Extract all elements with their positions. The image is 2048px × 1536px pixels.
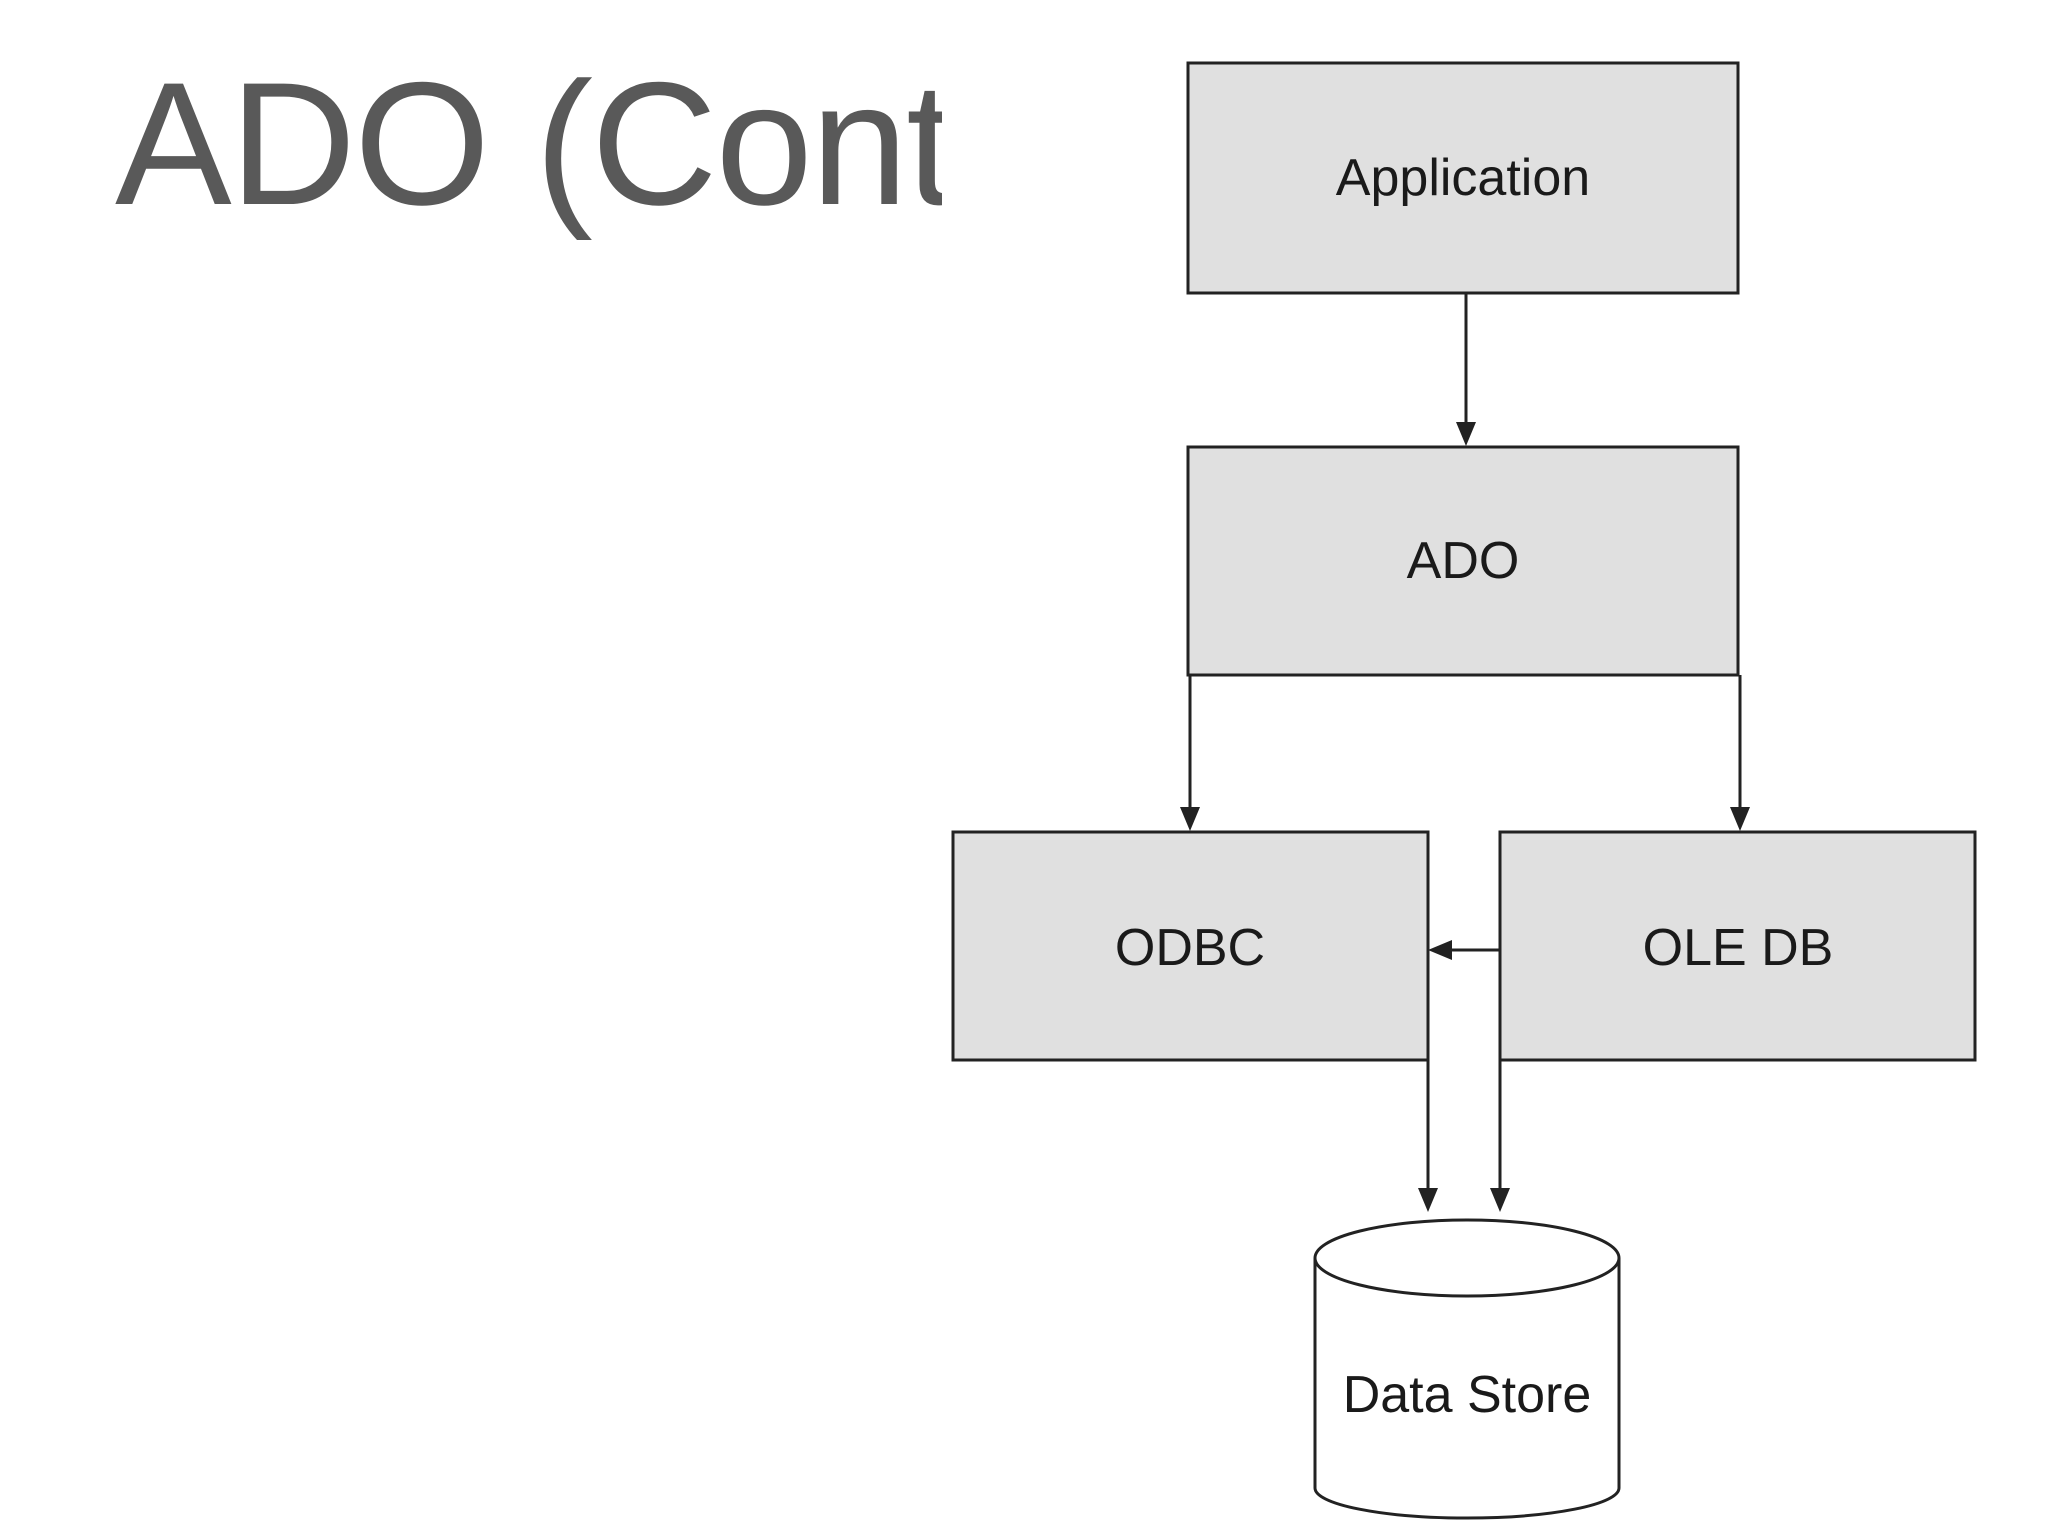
node-datastore: Data Store bbox=[1313, 1218, 1621, 1520]
ado-box bbox=[1186, 445, 1740, 677]
node-odbc: ODBC bbox=[951, 830, 1430, 1062]
ado-label: ADO bbox=[1407, 532, 1520, 590]
datastore-cylinder-top bbox=[1313, 1218, 1621, 1298]
node-oledb: OLE DB bbox=[1498, 830, 1977, 1062]
title-container: ADO (Cont.) bbox=[115, 50, 942, 240]
arrowhead-odbc-datastore bbox=[1418, 1188, 1438, 1212]
oledb-box bbox=[1498, 830, 1977, 1062]
odbc-label: ODBC bbox=[1115, 919, 1265, 977]
datastore-cylinder-body bbox=[1313, 1258, 1621, 1520]
arrowhead-application-ado bbox=[1456, 422, 1476, 446]
odbc-box bbox=[951, 830, 1430, 1062]
slide-title: ADO (Cont.) bbox=[115, 50, 942, 240]
edges bbox=[1180, 293, 1750, 1212]
application-box bbox=[1186, 61, 1740, 295]
arrowhead-oledb-odbc bbox=[1428, 940, 1452, 960]
node-application: Application bbox=[1186, 61, 1740, 295]
node-ado: ADO bbox=[1186, 445, 1740, 677]
application-label: Application bbox=[1336, 149, 1590, 207]
datastore-label: Data Store bbox=[1343, 1366, 1592, 1424]
arrowhead-ado-oledb bbox=[1730, 807, 1750, 831]
oledb-label: OLE DB bbox=[1643, 919, 1834, 977]
arrowhead-oledb-datastore bbox=[1490, 1188, 1510, 1212]
arrowhead-ado-odbc bbox=[1180, 807, 1200, 831]
